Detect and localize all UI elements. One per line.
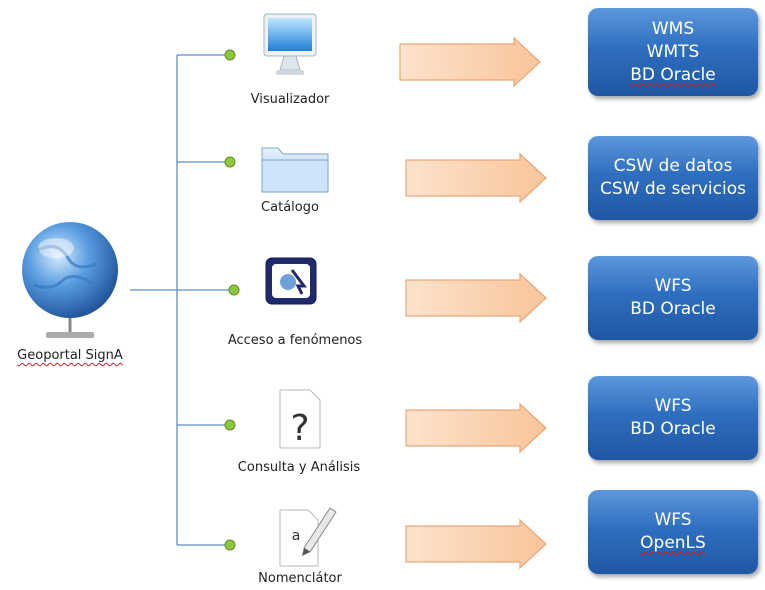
target-line: OpenLS [640,533,706,553]
target-line: WMS [651,18,695,39]
target-line: CSW de servicios [600,179,746,199]
service-label-consulta: Consulta y Análisis [237,460,361,475]
service-label-visualizador: Visualizador [250,92,330,107]
folder-icon [261,147,329,193]
node-dot [224,419,236,431]
pen-document-icon: a [279,507,337,567]
target-line: CSW de datos [613,156,733,176]
service-label-catalogo: Catálogo [261,200,319,215]
target-box-visualizador: WMS WMTS BD Oracle [588,8,758,96]
right-arrow-icon [399,36,541,88]
target-line: BD Oracle [630,64,716,85]
target-line: WFS [654,396,692,416]
right-arrow-icon [405,518,547,570]
target-line: WMTS [646,41,700,62]
svg-text:a: a [292,528,301,544]
service-label-acceso: Acceso a fenómenos [227,333,363,348]
svg-text:?: ? [290,408,309,449]
target-line: WFS [654,510,692,530]
target-box-consulta: WFS BD Oracle [588,376,758,460]
monitor-icon [263,13,317,75]
connector-nodes [224,49,240,551]
globe-network-icon [22,222,118,338]
question-document-icon: ? [279,389,321,449]
root-label-text: Geoportal SignA [17,348,123,363]
service-label-nomenclator: Nomenclátor [258,571,342,586]
node-dot [224,156,236,168]
features-app-icon [265,257,317,305]
right-arrow-icon [405,272,547,324]
target-box-nomenclator: WFS OpenLS [588,490,758,574]
target-box-acceso: WFS BD Oracle [588,256,758,340]
node-dot [224,539,236,551]
arrows [399,36,547,570]
connector-lines [130,54,234,546]
right-arrow-icon [405,152,547,204]
target-line: BD Oracle [630,299,716,319]
node-dot [224,49,236,61]
target-box-catalogo: CSW de datos CSW de servicios [588,136,758,220]
target-line: BD Oracle [630,419,716,439]
node-dot [228,284,240,296]
target-line: WFS [654,276,692,296]
root-label: Geoportal SignA [2,348,138,363]
right-arrow-icon [405,402,547,454]
